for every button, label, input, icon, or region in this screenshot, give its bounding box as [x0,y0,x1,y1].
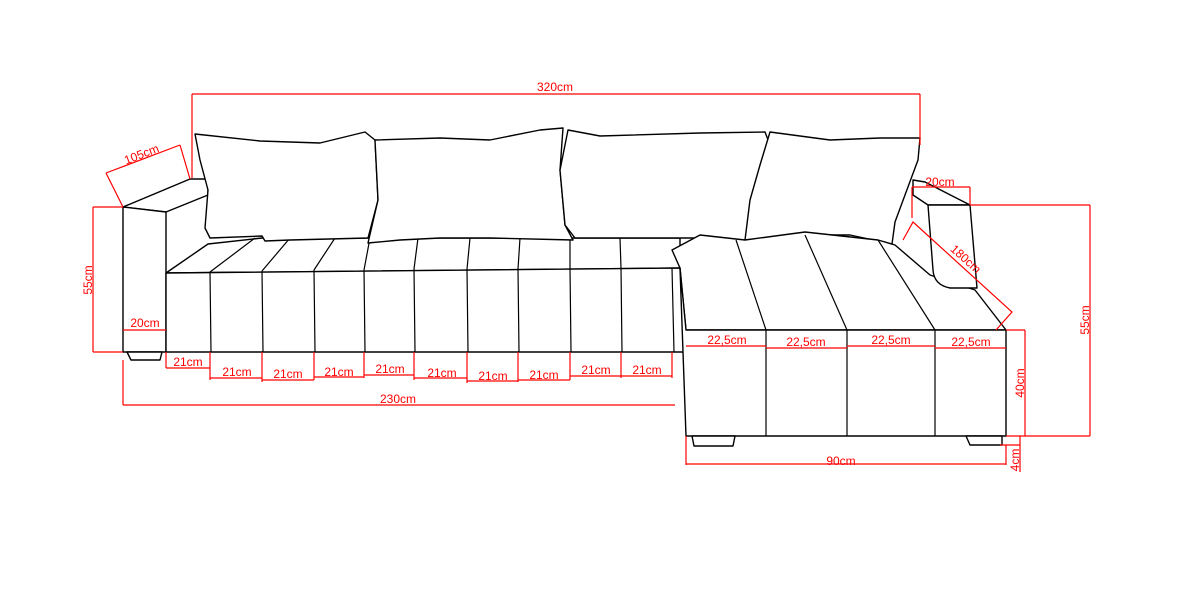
left-armrest [122,178,209,361]
label-arm-depth: 105cm [122,141,161,167]
label-chaise-width: 90cm [826,454,855,468]
label-right-arm-width: 20cm [925,175,954,189]
label-section: 21cm [632,363,661,377]
chaise [671,231,1007,447]
right-armrest [912,179,978,289]
main-seat [165,237,687,353]
label-chaise-section: 22,5cm [871,333,910,347]
cushion-1 [194,131,379,242]
cushion-3 [559,129,771,243]
label-section: 21cm [529,368,558,382]
label-section: 21cm [375,362,404,376]
label-section: 21cm [581,363,610,377]
label-left-height: 55cm [81,265,95,294]
label-section: 21cm [324,365,353,379]
label-right-height: 55cm [1078,305,1092,334]
label-main-length: 230cm [380,392,416,406]
label-chaise-section: 22,5cm [707,333,746,347]
label-chaise-section: 22,5cm [786,335,825,349]
label-chaise-section: 22,5cm [951,335,990,349]
label-section: 21cm [478,369,507,383]
dimension-lines [92,93,1091,472]
label-section: 21cm [427,366,456,380]
cushion-2 [367,127,574,244]
label-leg-height: 4cm [1008,449,1022,472]
label-section: 21cm [222,365,251,379]
back-cushions [194,127,921,245]
label-section: 21cm [173,355,202,369]
cushion-4 [744,131,921,245]
label-total-width: 320cm [537,80,573,94]
label-seat-height: 40cm [1013,368,1027,397]
label-section: 21cm [273,367,302,381]
label-left-arm-width: 20cm [130,316,159,330]
